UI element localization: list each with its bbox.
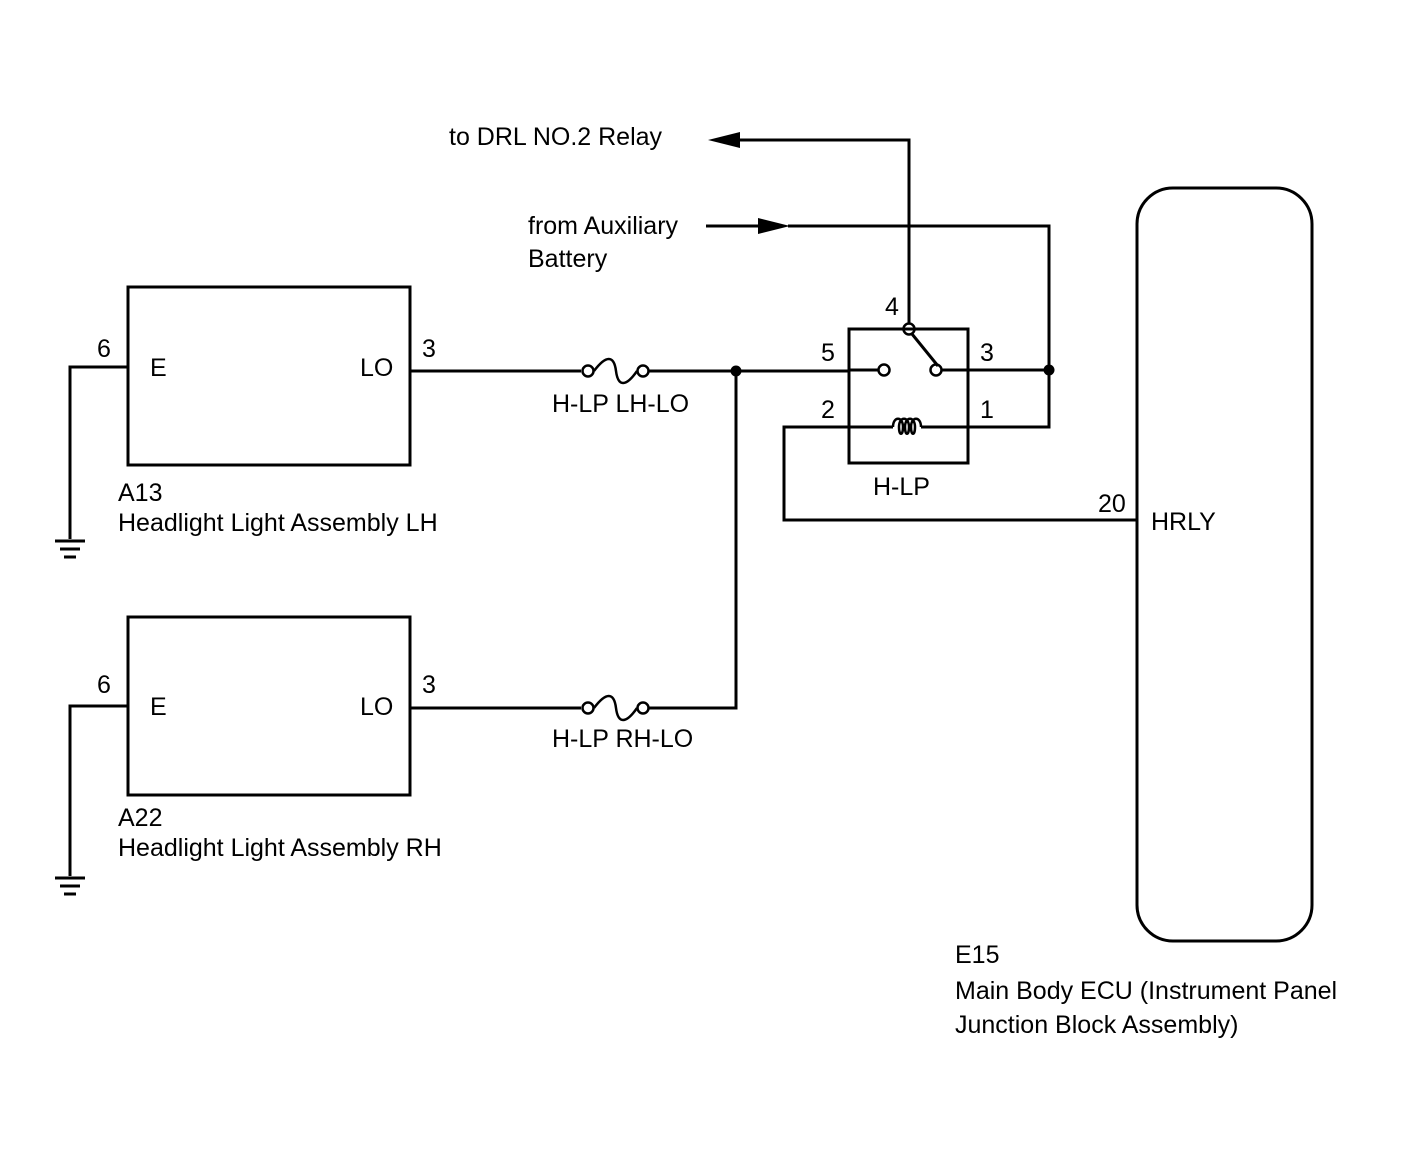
rh-code-label: A22 bbox=[118, 804, 162, 832]
relay-pin-1: 1 bbox=[980, 396, 994, 424]
ecu-code-label: E15 bbox=[955, 941, 999, 969]
lh-ground-icon bbox=[55, 539, 85, 559]
fuse-lh-lo-icon bbox=[581, 357, 650, 385]
hrly-wire bbox=[782, 425, 1137, 522]
lh-ground-wire bbox=[68, 365, 128, 539]
rh-pin-lo-number: 3 bbox=[422, 671, 436, 699]
rh-lo-branch-wire bbox=[649, 371, 738, 710]
relay-pin-3: 3 bbox=[980, 339, 994, 367]
ecu-name-line2: Junction Block Assembly) bbox=[955, 1011, 1238, 1039]
fuse-lh-lo-label: H-LP LH-LO bbox=[552, 390, 689, 418]
relay-pin-2: 2 bbox=[821, 396, 835, 424]
headlight-rh-box bbox=[126, 615, 412, 797]
ecu-pin-number: 20 bbox=[1098, 490, 1126, 518]
headlight-lh-box bbox=[126, 285, 412, 467]
lh-pin-lo-number: 3 bbox=[422, 335, 436, 363]
rh-name-label: Headlight Light Assembly RH bbox=[118, 834, 442, 862]
lh-pin-e-name: E bbox=[150, 354, 167, 382]
relay-hlp-box bbox=[847, 327, 970, 465]
lh-pin-e-number: 6 bbox=[97, 335, 111, 363]
rh-pin-lo-name: LO bbox=[360, 693, 393, 721]
fuse-rh-lo-label: H-LP RH-LO bbox=[552, 725, 693, 753]
drl-relay-wire bbox=[738, 138, 911, 324]
relay-pin-5: 5 bbox=[821, 339, 835, 367]
relay-coil-icon bbox=[849, 417, 968, 435]
lh-pin-lo-name: LO bbox=[360, 354, 393, 382]
rh-pin-e-number: 6 bbox=[97, 671, 111, 699]
junction-dot-aux bbox=[1043, 364, 1055, 376]
lh-code-label: A13 bbox=[118, 479, 162, 507]
arrow-right-icon bbox=[758, 218, 790, 234]
relay-name-label: H-LP bbox=[873, 473, 930, 501]
fuse-rh-lo-icon bbox=[581, 694, 650, 722]
relay-pin-4: 4 bbox=[885, 293, 899, 321]
arrow-left-icon bbox=[708, 132, 740, 148]
ecu-pin-name: HRLY bbox=[1151, 508, 1216, 536]
to-drl-label: to DRL NO.2 Relay bbox=[449, 123, 663, 151]
rh-ground-wire bbox=[68, 704, 128, 876]
from-aux-label-1: from Auxiliary bbox=[528, 212, 679, 240]
aux-battery-wire-b bbox=[788, 224, 1051, 429]
lh-name-label: Headlight Light Assembly LH bbox=[118, 509, 438, 537]
from-aux-label-2: Battery bbox=[528, 245, 608, 273]
rh-pin-e-name: E bbox=[150, 693, 167, 721]
rh-ground-icon bbox=[55, 876, 85, 896]
main-body-ecu-box bbox=[1135, 186, 1314, 943]
ecu-name-line1: Main Body ECU (Instrument Panel bbox=[955, 977, 1337, 1005]
